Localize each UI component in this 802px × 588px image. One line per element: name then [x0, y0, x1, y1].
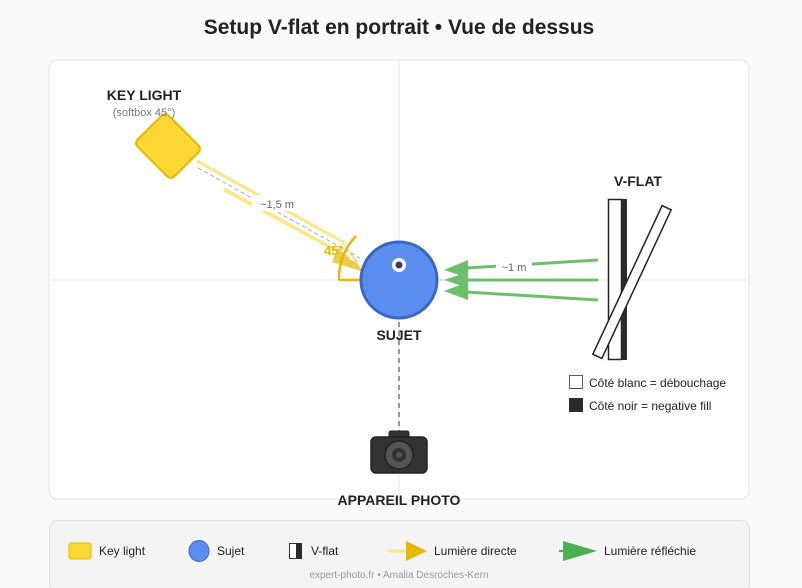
reflected-arrowhead	[444, 260, 468, 278]
camera-label: APPAREIL PHOTO	[338, 492, 461, 508]
direct-light-arrowhead	[336, 240, 362, 270]
key-light-label: KEY LIGHT	[107, 87, 182, 103]
footer-credit: expert-photo.fr • Amalia Desroches-Kern	[309, 570, 488, 581]
camera-icon	[370, 430, 428, 474]
key-light-softbox	[135, 113, 201, 179]
legend-key-light-icon	[68, 542, 92, 560]
black-side-label: Côté noir = negative fill	[589, 399, 711, 413]
vflat-distance: ~1 m	[502, 262, 527, 274]
reflected-arrowhead	[444, 282, 468, 300]
page-title: Setup V-flat en portrait • Vue de dessus	[204, 16, 595, 39]
reflected-light-beams	[440, 258, 599, 302]
reflected-arrowhead	[444, 272, 468, 288]
white-side-label: Côté blanc = débouchage	[589, 376, 726, 390]
angle-label: 45°	[324, 243, 344, 258]
legend-subject-icon	[188, 540, 210, 562]
black-side-swatch	[569, 398, 583, 412]
white-side-swatch	[569, 375, 583, 389]
legend-reflected-arrow-icon	[559, 541, 597, 561]
legend-vflat-icon	[289, 543, 302, 559]
legend-key-light: Key light	[99, 544, 146, 558]
legend-direct-arrow-icon	[388, 541, 427, 561]
key-light-sublabel: (softbox 45°)	[113, 107, 175, 119]
legend-direct-light: Lumière directe	[434, 544, 517, 558]
legend-panel	[49, 520, 750, 588]
key-light-distance: ~1,5 m	[260, 199, 294, 211]
vflat-panel	[591, 198, 673, 361]
legend-subject: Sujet	[217, 544, 245, 558]
legend-reflected-light: Lumière réfléchie	[604, 544, 696, 558]
subject-circle	[359, 240, 439, 320]
vflat-label: V-FLAT	[614, 173, 662, 189]
legend-vflat: V-flat	[311, 544, 339, 558]
